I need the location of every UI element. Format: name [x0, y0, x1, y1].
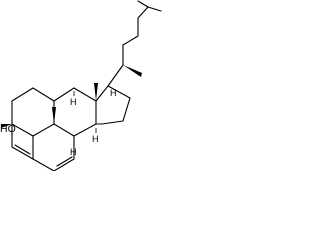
- c13-methyl-wedge: [94, 83, 98, 101]
- stereo-h-c14: H: [92, 134, 99, 144]
- stereo-h-c17: H: [110, 88, 117, 98]
- ring-a: [11, 87, 55, 160]
- ring-b: [32, 123, 75, 171]
- c20-methyl-wedge: [123, 65, 142, 77]
- c10-methyl-wedge: [52, 107, 56, 124]
- stereo-hydrogen-marks: [73, 91, 97, 146]
- structure-diagram: HO H H H H: [0, 0, 163, 171]
- hydroxyl-wedge: [1, 124, 12, 128]
- ring-d: [95, 85, 131, 125]
- stereo-h-c8: H: [70, 97, 77, 107]
- ring-c: [53, 87, 97, 137]
- side-chain: [107, 0, 162, 87]
- stereo-h-c9: H: [70, 147, 77, 157]
- hydroxyl-label: HO: [0, 123, 16, 135]
